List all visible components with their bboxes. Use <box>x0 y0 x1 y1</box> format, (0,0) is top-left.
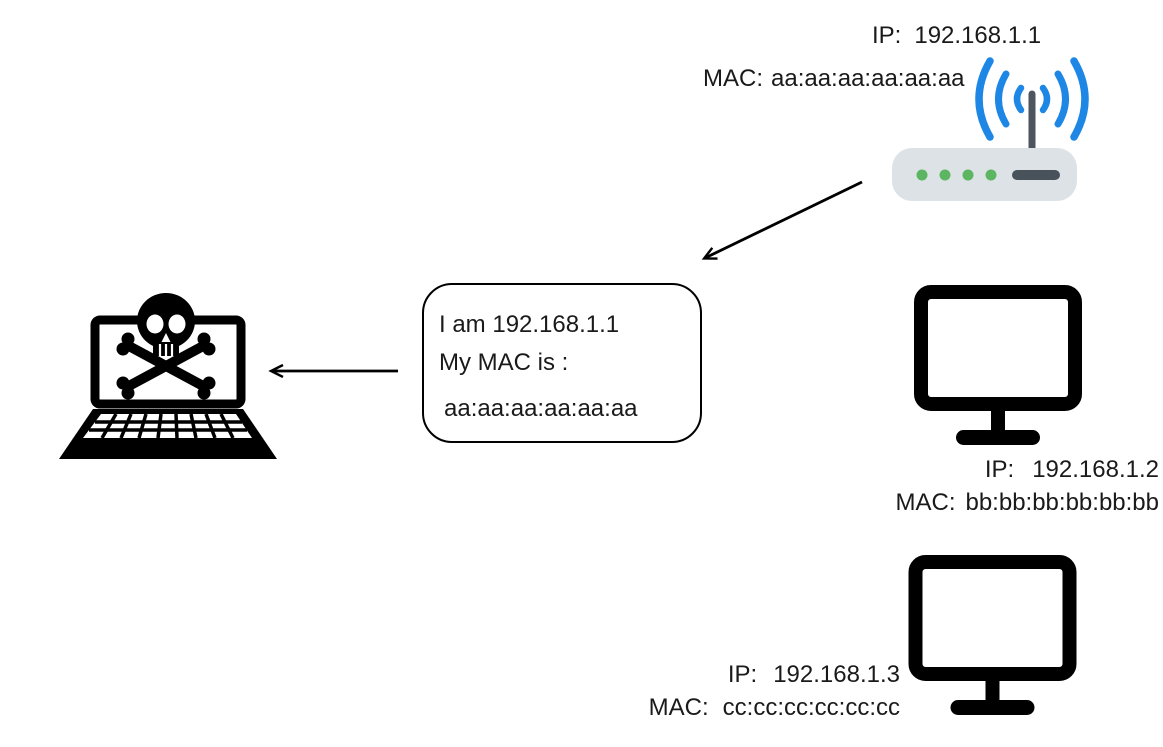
arrow-message-to-attacker-icon <box>262 356 398 386</box>
router-led <box>939 169 951 181</box>
victim2-mac-line: MAC: cc:cc:cc:cc:cc:cc <box>649 691 900 724</box>
victim1-ip-label: IP: <box>984 456 1015 483</box>
victim1-mac-label: MAC: <box>895 489 956 516</box>
skull-crossbones-icon <box>116 293 216 400</box>
router-mac-value: aa:aa:aa:aa:aa:aa <box>771 65 965 92</box>
victim2-ip-label: IP: <box>727 661 758 688</box>
router-led <box>962 169 974 181</box>
router-ip-line: IP: 192.168.1.1 <box>872 19 1041 52</box>
spoof-message-line2: My MAC is : <box>439 349 569 376</box>
victim2-monitor-icon <box>908 555 1077 715</box>
victim1-monitor-icon <box>914 285 1082 445</box>
victim2-ip-value: 192.168.1.3 <box>773 661 900 688</box>
router-ip-value: 192.168.1.1 <box>914 22 1042 49</box>
laptop-keyboard <box>59 409 277 459</box>
spoof-message-line1: I am 192.168.1.1 <box>439 311 620 338</box>
router-led <box>916 169 928 181</box>
spoof-message-bubble: I am 192.168.1.1 My MAC is : aa:aa:aa:aa… <box>422 283 702 443</box>
victim2-mac-label: MAC: <box>648 694 709 721</box>
victim1-mac-line: MAC: bb:bb:bb:bb:bb:bb <box>895 486 1159 519</box>
victim1-labels: IP: 192.168.1.2 MAC: bb:bb:bb:bb:bb:bb <box>895 453 1159 519</box>
victim2-mac-value: cc:cc:cc:cc:cc:cc <box>722 694 900 721</box>
wifi-router-icon <box>892 57 1089 201</box>
victim1-ip-value: 192.168.1.2 <box>1032 456 1159 483</box>
router-ip-label: IP: <box>872 22 902 49</box>
attacker-laptop-skull-icon <box>59 293 277 459</box>
victim2-labels: IP: 192.168.1.3 MAC: cc:cc:cc:cc:cc:cc <box>649 658 900 724</box>
router-led <box>985 169 997 181</box>
victim2-ip-line: IP: 192.168.1.3 <box>649 658 900 691</box>
router-mac-line: MAC: aa:aa:aa:aa:aa:aa <box>703 62 965 95</box>
victim1-mac-value: bb:bb:bb:bb:bb:bb <box>965 489 1159 516</box>
arrow-router-to-message-icon <box>695 180 863 270</box>
router-mac-label: MAC: <box>703 65 763 92</box>
spoof-message-mac: aa:aa:aa:aa:aa:aa <box>444 395 638 422</box>
victim1-ip-line: IP: 192.168.1.2 <box>895 453 1159 486</box>
